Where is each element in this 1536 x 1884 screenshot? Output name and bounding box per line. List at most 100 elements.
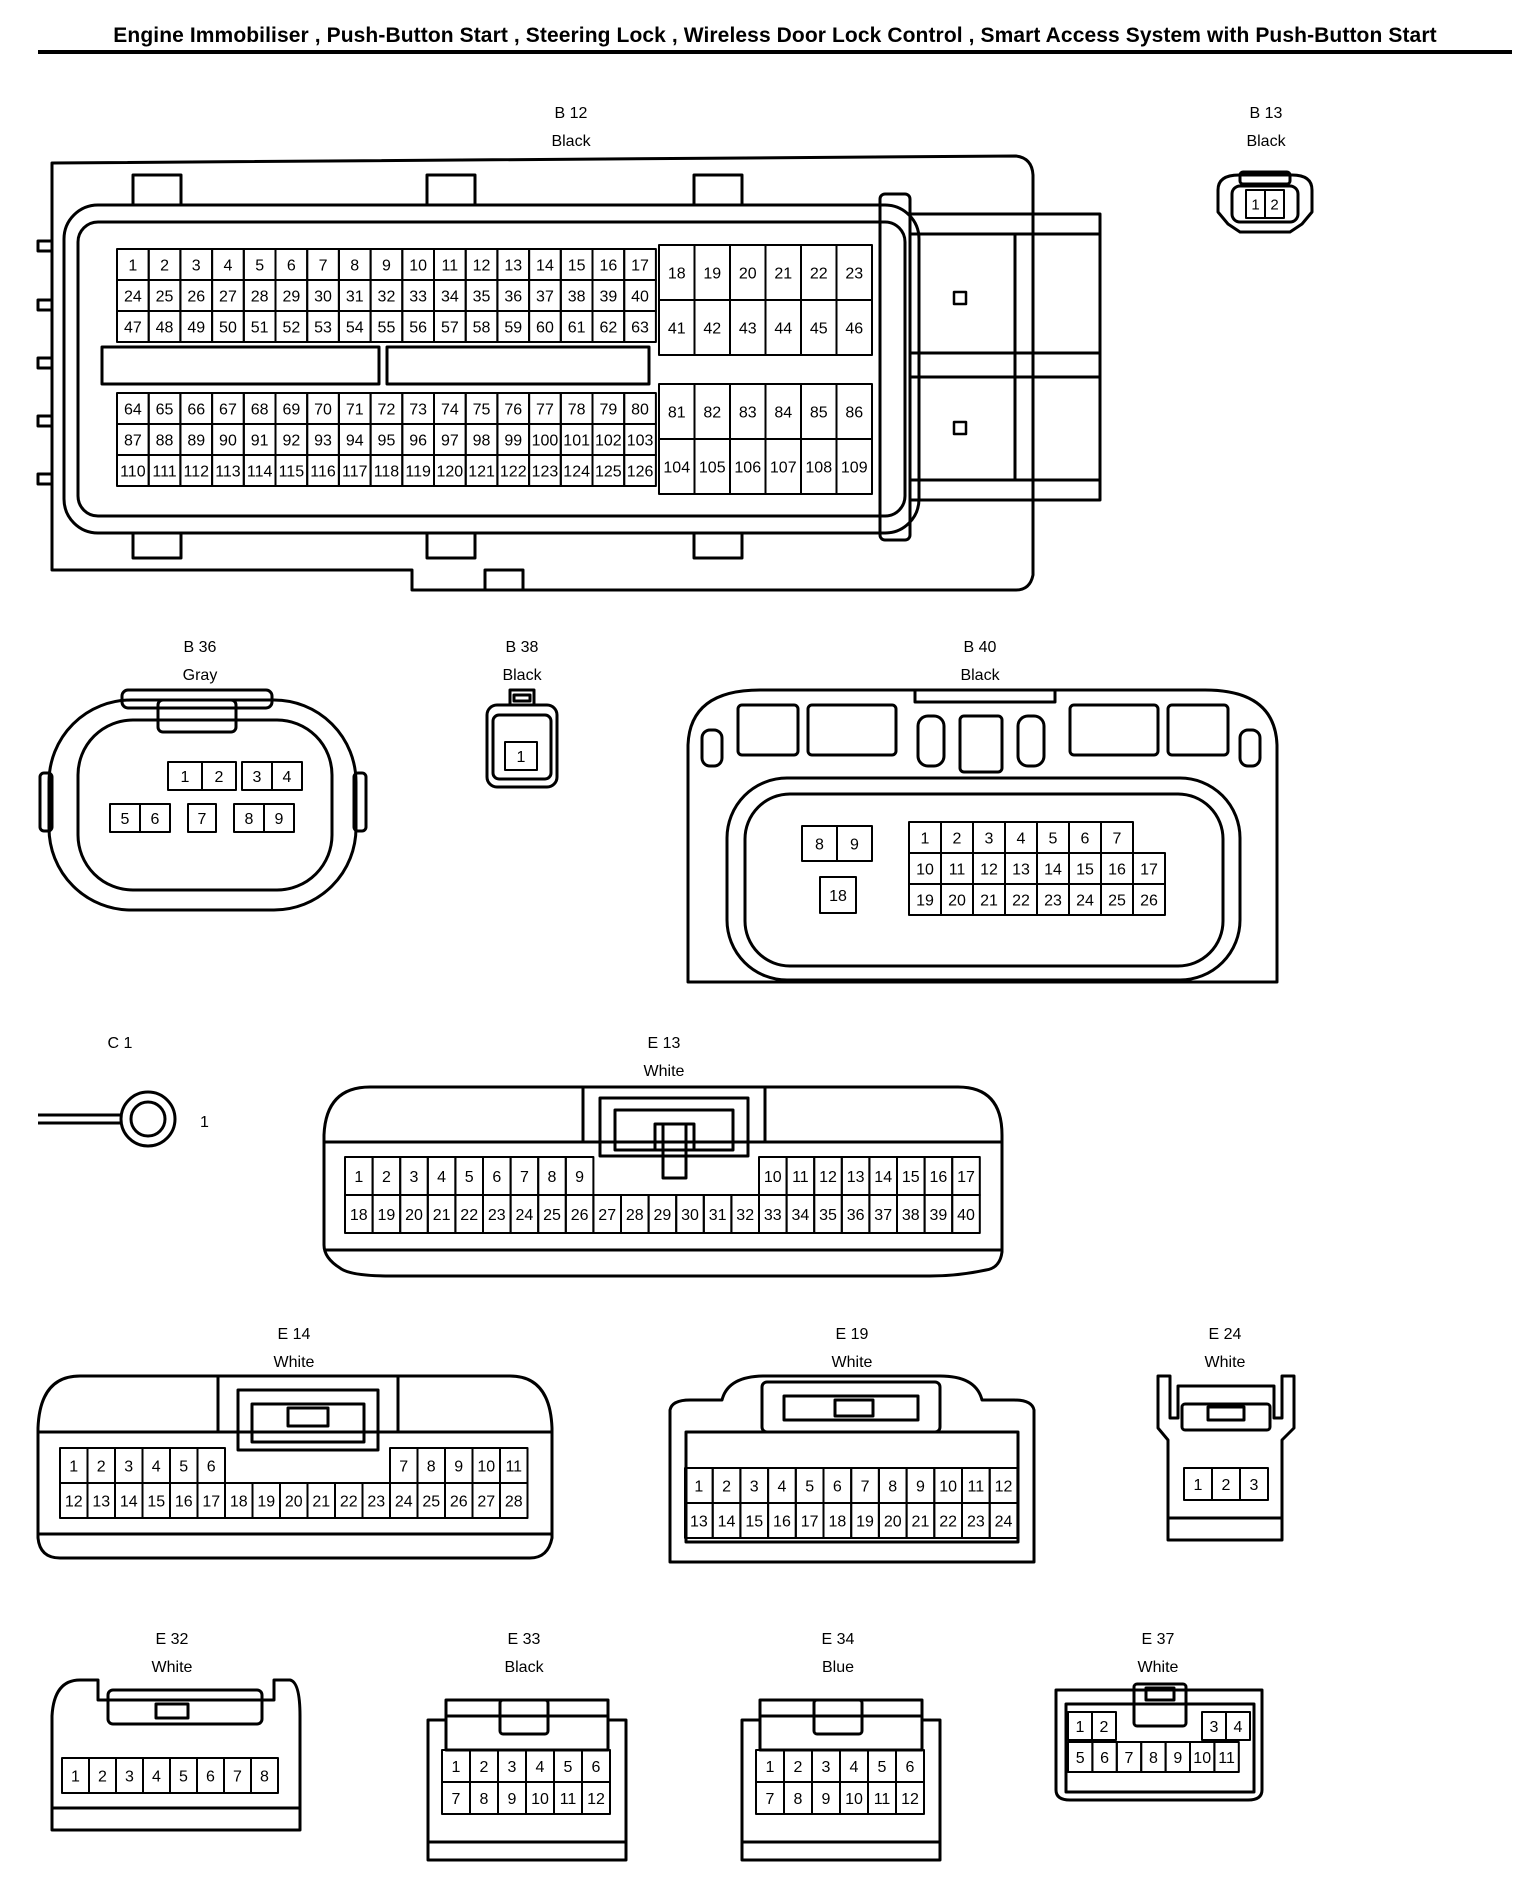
connector-code: E 24 xyxy=(1208,1326,1242,1343)
pin-number: 26 xyxy=(187,288,205,305)
pin-cell xyxy=(1264,189,1285,219)
pin-number: 13 xyxy=(1012,861,1030,878)
pin-cell xyxy=(836,825,873,862)
pin-cell xyxy=(1213,1741,1240,1773)
pin-number: 9 xyxy=(454,1458,463,1475)
pin-number: 11 xyxy=(949,861,966,878)
pin-number: 6 xyxy=(592,1759,601,1776)
pin-number: 82 xyxy=(703,404,721,421)
pin-number: 15 xyxy=(745,1513,763,1530)
pin-number: 14 xyxy=(874,1169,892,1186)
pin-number: 27 xyxy=(219,288,237,305)
pin-number: 77 xyxy=(536,401,554,418)
pin-number: 67 xyxy=(219,401,237,418)
diagram-title: Engine Immobiliser , Push-Button Start ,… xyxy=(113,24,1437,47)
pin-number: 13 xyxy=(847,1169,865,1186)
pin-number: 103 xyxy=(627,432,654,449)
pin-number: 8 xyxy=(480,1791,489,1808)
pin-number: 11 xyxy=(968,1478,985,1495)
pin-number: 15 xyxy=(1076,861,1094,878)
pin-number: 45 xyxy=(810,320,828,337)
pin-number: 16 xyxy=(599,257,617,274)
pin-number: 1 xyxy=(517,749,526,766)
pin-number: 109 xyxy=(841,459,868,476)
connector-code: B 36 xyxy=(183,639,217,656)
pin-number: 6 xyxy=(492,1169,501,1186)
pin-number: 97 xyxy=(441,432,459,449)
pin-number: 90 xyxy=(219,432,237,449)
pin-number: 34 xyxy=(792,1207,810,1224)
pin-number: 54 xyxy=(346,319,364,336)
pin-number: 20 xyxy=(405,1207,423,1224)
pin-number: 3 xyxy=(985,830,994,847)
pin-number: 8 xyxy=(794,1791,803,1808)
pin-number: 25 xyxy=(156,288,174,305)
pin-number: 12 xyxy=(587,1791,605,1808)
pin-number: 6 xyxy=(287,257,296,274)
pin-number: 65 xyxy=(156,401,174,418)
pin-cell xyxy=(187,803,217,833)
pin-number: 11 xyxy=(442,257,459,274)
pin-number: 76 xyxy=(504,401,522,418)
pin-cell xyxy=(139,803,171,833)
pin-number: 17 xyxy=(957,1169,975,1186)
pin-number: 72 xyxy=(378,401,396,418)
pin-number: 22 xyxy=(939,1513,957,1530)
pin-number: 117 xyxy=(342,463,368,480)
pin-number: 7 xyxy=(1113,830,1122,847)
pin-number: 33 xyxy=(409,288,427,305)
pin-number: 1 xyxy=(1251,196,1259,213)
pin-number: 3 xyxy=(1250,1477,1259,1494)
pin-number: 34 xyxy=(441,288,459,305)
pin-number: 5 xyxy=(805,1478,814,1495)
pin-cell xyxy=(835,299,873,356)
pin-number: 2 xyxy=(1100,1719,1109,1736)
pin-number: 5 xyxy=(179,1458,188,1475)
pin-number: 36 xyxy=(504,288,522,305)
connector-color: White xyxy=(151,1659,193,1676)
pin-number: 37 xyxy=(536,288,554,305)
pin-number: 7 xyxy=(520,1169,529,1186)
pin-number: 22 xyxy=(810,265,828,282)
pin-number: 83 xyxy=(739,404,757,421)
pin-number: 31 xyxy=(346,288,364,305)
pin-number: 17 xyxy=(631,257,649,274)
pin-number: 7 xyxy=(861,1478,870,1495)
pin-number: 19 xyxy=(703,265,721,282)
pin-number: 36 xyxy=(847,1207,865,1224)
pin-number: 98 xyxy=(473,432,491,449)
pin-number: 1 xyxy=(71,1768,80,1785)
pin-number: 18 xyxy=(828,1513,846,1530)
pin-number: 39 xyxy=(599,288,617,305)
pin-number: 21 xyxy=(912,1513,930,1530)
pin-number: 10 xyxy=(764,1169,782,1186)
pin-number: 6 xyxy=(207,1458,216,1475)
pin-number: 93 xyxy=(314,432,332,449)
connector-code: E 13 xyxy=(647,1035,681,1052)
pin-number: 6 xyxy=(1100,1750,1109,1767)
pin-number: 15 xyxy=(568,257,586,274)
pin-number: 18 xyxy=(829,888,847,905)
pin-number: 26 xyxy=(450,1493,468,1510)
pin-number: 47 xyxy=(124,319,142,336)
pin-number: 4 xyxy=(536,1759,545,1776)
pin-number: 20 xyxy=(884,1513,902,1530)
pin-number: 12 xyxy=(995,1478,1013,1495)
pin-number: 32 xyxy=(378,288,396,305)
pin-number: 1 xyxy=(921,830,930,847)
pin-number: 38 xyxy=(568,288,586,305)
pin-number: 37 xyxy=(874,1207,892,1224)
pin-number: 112 xyxy=(183,463,209,480)
pin-number: 21 xyxy=(433,1207,451,1224)
pin-number: 21 xyxy=(774,265,792,282)
pin-number: 70 xyxy=(314,401,332,418)
pin-number: 16 xyxy=(1108,861,1126,878)
pin-number: 20 xyxy=(739,265,757,282)
